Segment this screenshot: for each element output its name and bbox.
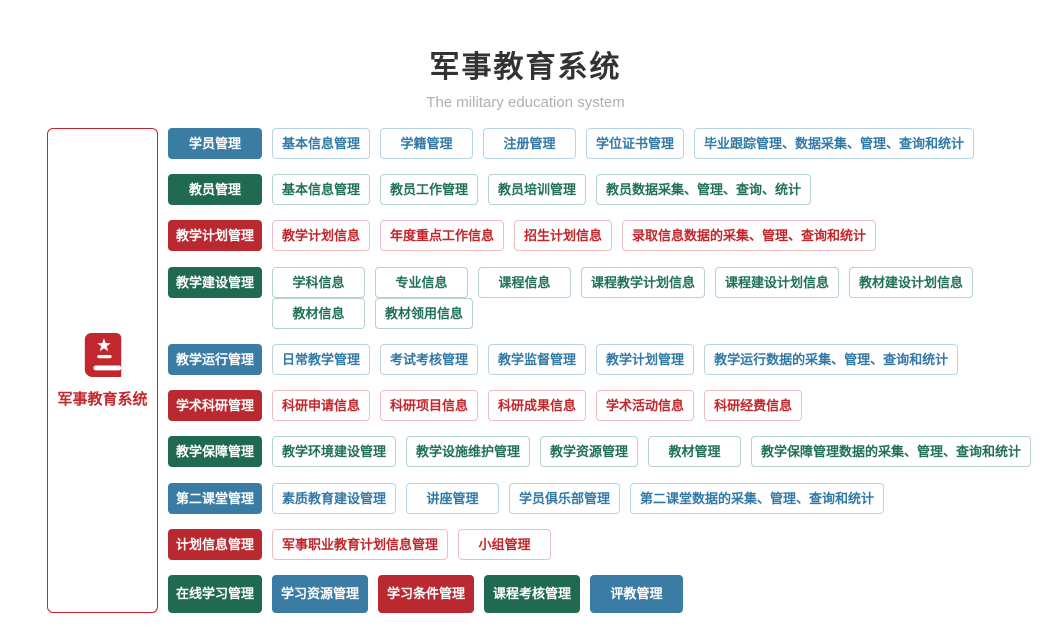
module-items: 基本信息管理学籍管理注册管理学位证书管理毕业跟踪管理、数据采集、管理、查询和统计 bbox=[272, 128, 975, 159]
item-button[interactable]: 学籍管理 bbox=[380, 128, 474, 159]
item-button[interactable]: 学术活动信息 bbox=[596, 390, 695, 422]
item-button[interactable]: 学位证书管理 bbox=[586, 128, 685, 159]
item-button[interactable]: 毕业跟踪管理、数据采集、管理、查询和统计 bbox=[694, 128, 975, 159]
module-row: 教学运行管理日常教学管理考试考核管理教学监督管理教学计划管理教学运行数据的采集、… bbox=[168, 343, 1047, 375]
item-button[interactable]: 日常教学管理 bbox=[272, 343, 371, 375]
item-line: 军事职业教育计划信息管理小组管理 bbox=[272, 528, 552, 560]
item-button[interactable]: 基本信息管理 bbox=[272, 174, 371, 206]
item-button[interactable]: 科研项目信息 bbox=[380, 390, 479, 422]
module-items: 军事职业教育计划信息管理小组管理 bbox=[272, 528, 552, 560]
page-subtitle: The military education system bbox=[426, 94, 625, 111]
item-button[interactable]: 小组管理 bbox=[458, 528, 552, 560]
category-button[interactable]: 计划信息管理 bbox=[168, 528, 262, 560]
module-items: 基本信息管理教员工作管理教员培训管理教员数据采集、管理、查询、统计 bbox=[272, 174, 812, 206]
item-line: 日常教学管理考试考核管理教学监督管理教学计划管理教学运行数据的采集、管理、查询和… bbox=[272, 343, 959, 375]
item-button[interactable]: 评教管理 bbox=[590, 574, 684, 613]
module-items: 素质教育建设管理讲座管理学员俱乐部管理第二课堂数据的采集、管理、查询和统计 bbox=[272, 482, 885, 514]
item-button[interactable]: 教学保障管理数据的采集、管理、查询和统计 bbox=[751, 436, 1032, 468]
item-button[interactable]: 课程信息 bbox=[478, 266, 571, 298]
system-root-label: 军事教育系统 bbox=[57, 391, 148, 408]
item-line: 素质教育建设管理讲座管理学员俱乐部管理第二课堂数据的采集、管理、查询和统计 bbox=[272, 482, 885, 514]
book-star-icon bbox=[84, 332, 121, 378]
item-button[interactable]: 考试考核管理 bbox=[380, 343, 479, 375]
item-button[interactable]: 教学计划信息 bbox=[272, 220, 371, 252]
item-line: 基本信息管理学籍管理注册管理学位证书管理毕业跟踪管理、数据采集、管理、查询和统计 bbox=[272, 128, 975, 159]
item-button[interactable]: 学科信息 bbox=[272, 266, 365, 298]
item-button[interactable]: 科研成果信息 bbox=[488, 390, 587, 422]
item-button[interactable]: 第二课堂数据的采集、管理、查询和统计 bbox=[630, 482, 885, 514]
item-button[interactable]: 专业信息 bbox=[375, 266, 468, 298]
module-row: 教员管理基本信息管理教员工作管理教员培训管理教员数据采集、管理、查询、统计 bbox=[168, 174, 1047, 206]
module-items: 学科信息专业信息课程信息课程教学计划信息课程建设计划信息教材建设计划信息教材信息… bbox=[272, 266, 974, 329]
system-diagram: 军事教育系统 学员管理基本信息管理学籍管理注册管理学位证书管理毕业跟踪管理、数据… bbox=[47, 128, 1047, 613]
item-button[interactable]: 录取信息数据的采集、管理、查询和统计 bbox=[622, 220, 877, 252]
category-button[interactable]: 教学运行管理 bbox=[168, 343, 262, 375]
rows: 学员管理基本信息管理学籍管理注册管理学位证书管理毕业跟踪管理、数据采集、管理、查… bbox=[168, 128, 1047, 613]
item-button[interactable]: 素质教育建设管理 bbox=[272, 482, 397, 514]
module-row: 教学保障管理教学环境建设管理教学设施维护管理教学资源管理教材管理教学保障管理数据… bbox=[168, 436, 1047, 468]
module-items: 日常教学管理考试考核管理教学监督管理教学计划管理教学运行数据的采集、管理、查询和… bbox=[272, 343, 959, 375]
item-button[interactable]: 教学监督管理 bbox=[488, 343, 587, 375]
item-line: 教材信息教材领用信息 bbox=[272, 297, 973, 329]
module-items: 教学计划信息年度重点工作信息招生计划信息录取信息数据的采集、管理、查询和统计 bbox=[272, 220, 877, 252]
category-button[interactable]: 学术科研管理 bbox=[168, 390, 262, 422]
category-button[interactable]: 教员管理 bbox=[168, 174, 262, 206]
item-button[interactable]: 教材信息 bbox=[272, 297, 365, 329]
module-items: 教学环境建设管理教学设施维护管理教学资源管理教材管理教学保障管理数据的采集、管理… bbox=[272, 436, 1032, 468]
category-button[interactable]: 第二课堂管理 bbox=[168, 482, 262, 514]
module-items: 科研申请信息科研项目信息科研成果信息学术活动信息科研经费信息 bbox=[272, 390, 803, 422]
item-button[interactable]: 教学设施维护管理 bbox=[406, 436, 531, 468]
item-button[interactable]: 年度重点工作信息 bbox=[380, 220, 505, 252]
item-button[interactable]: 教学运行数据的采集、管理、查询和统计 bbox=[704, 343, 959, 375]
module-items: 学习资源管理学习条件管理课程考核管理评教管理 bbox=[272, 574, 684, 613]
item-button[interactable]: 学习资源管理 bbox=[272, 574, 369, 613]
item-button[interactable]: 科研申请信息 bbox=[272, 390, 371, 422]
category-button[interactable]: 教学保障管理 bbox=[168, 436, 262, 468]
item-line: 教学环境建设管理教学设施维护管理教学资源管理教材管理教学保障管理数据的采集、管理… bbox=[272, 436, 1032, 468]
item-button[interactable]: 军事职业教育计划信息管理 bbox=[272, 528, 449, 560]
item-button[interactable]: 教学环境建设管理 bbox=[272, 436, 397, 468]
item-button[interactable]: 招生计划信息 bbox=[514, 220, 613, 252]
item-button[interactable]: 教员数据采集、管理、查询、统计 bbox=[596, 174, 812, 206]
module-row: 第二课堂管理素质教育建设管理讲座管理学员俱乐部管理第二课堂数据的采集、管理、查询… bbox=[168, 482, 1047, 514]
item-button[interactable]: 学员俱乐部管理 bbox=[509, 482, 621, 514]
module-row: 计划信息管理军事职业教育计划信息管理小组管理 bbox=[168, 528, 1047, 560]
category-button[interactable]: 在线学习管理 bbox=[168, 574, 262, 613]
item-button[interactable]: 基本信息管理 bbox=[272, 128, 371, 159]
item-button[interactable]: 教材管理 bbox=[648, 436, 742, 468]
item-button[interactable]: 科研经费信息 bbox=[704, 390, 803, 422]
module-row: 教学计划管理教学计划信息年度重点工作信息招生计划信息录取信息数据的采集、管理、查… bbox=[168, 220, 1047, 252]
category-button[interactable]: 学员管理 bbox=[168, 128, 262, 159]
item-line: 科研申请信息科研项目信息科研成果信息学术活动信息科研经费信息 bbox=[272, 390, 803, 422]
page-title: 军事教育系统 bbox=[429, 51, 622, 84]
item-button[interactable]: 教学计划管理 bbox=[596, 343, 695, 375]
system-root-node: 军事教育系统 bbox=[47, 128, 158, 613]
item-button[interactable]: 学习条件管理 bbox=[378, 574, 475, 613]
item-line: 教学计划信息年度重点工作信息招生计划信息录取信息数据的采集、管理、查询和统计 bbox=[272, 220, 877, 252]
item-line: 基本信息管理教员工作管理教员培训管理教员数据采集、管理、查询、统计 bbox=[272, 174, 812, 206]
item-button[interactable]: 课程教学计划信息 bbox=[581, 266, 706, 298]
item-button[interactable]: 课程考核管理 bbox=[484, 574, 581, 613]
module-row: 学员管理基本信息管理学籍管理注册管理学位证书管理毕业跟踪管理、数据采集、管理、查… bbox=[168, 128, 1047, 159]
item-button[interactable]: 教学资源管理 bbox=[540, 436, 639, 468]
category-button[interactable]: 教学计划管理 bbox=[168, 220, 262, 252]
item-button[interactable]: 注册管理 bbox=[483, 128, 577, 159]
module-row: 学术科研管理科研申请信息科研项目信息科研成果信息学术活动信息科研经费信息 bbox=[168, 390, 1047, 422]
item-button[interactable]: 讲座管理 bbox=[406, 482, 500, 514]
item-line: 学习资源管理学习条件管理课程考核管理评教管理 bbox=[272, 574, 684, 613]
item-button[interactable]: 教员培训管理 bbox=[488, 174, 587, 206]
page-header: 军事教育系统 The military education system bbox=[0, 0, 1051, 111]
item-button[interactable]: 教材建设计划信息 bbox=[849, 266, 974, 298]
module-row: 在线学习管理学习资源管理学习条件管理课程考核管理评教管理 bbox=[168, 574, 1047, 613]
item-button[interactable]: 课程建设计划信息 bbox=[715, 266, 840, 298]
module-row: 教学建设管理学科信息专业信息课程信息课程教学计划信息课程建设计划信息教材建设计划… bbox=[168, 266, 1047, 329]
item-button[interactable]: 教员工作管理 bbox=[380, 174, 479, 206]
item-line: 学科信息专业信息课程信息课程教学计划信息课程建设计划信息教材建设计划信息 bbox=[272, 266, 974, 298]
category-button[interactable]: 教学建设管理 bbox=[168, 266, 262, 298]
item-button[interactable]: 教材领用信息 bbox=[375, 297, 474, 329]
